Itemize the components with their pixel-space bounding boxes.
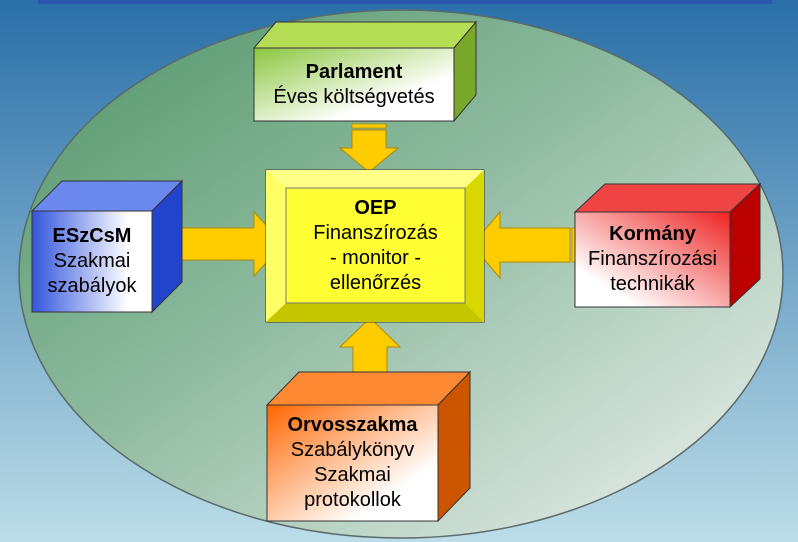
orvosszakma-title: Orvosszakma (287, 414, 418, 436)
top-bar (38, 0, 772, 4)
kormany-title: Kormány (609, 223, 696, 245)
parlament-label: Parlament Éves költségvetés (254, 48, 454, 121)
box-oep (265, 169, 485, 323)
box-parlament (252, 20, 478, 123)
eszcsm-line-2: szabályok (47, 275, 137, 297)
box-kormany (573, 182, 762, 309)
parlament-title: Parlament (305, 60, 403, 83)
box-eszcsm (30, 179, 184, 314)
parlament-line-1: Éves költségvetés (273, 85, 435, 108)
eszcsm-label: ESzCsM Szakmai szabályok (32, 211, 152, 312)
kormany-line-1: Finanszírozási (588, 248, 717, 270)
kormany-line-2: technikák (610, 273, 695, 295)
arrow-parlament-to-oep (338, 123, 400, 173)
orvosszakma-label: Orvosszakma Szabálykönyv Szakmai protoko… (267, 405, 438, 521)
oep-line-2: - monitor - (329, 246, 422, 269)
orvosszakma-line-3: protokollok (304, 489, 401, 511)
kormany-label: Kormány Finanszírozási technikák (575, 212, 730, 307)
orvosszakma-line-2: Szakmai (314, 464, 391, 486)
oep-line-3: ellenőrzés (329, 271, 422, 294)
box-orvosszakma (265, 370, 472, 523)
orvosszakma-line-1: Szabálykönyv (290, 439, 415, 461)
eszcsm-title: ESzCsM (52, 225, 132, 247)
oep-title: OEP (354, 196, 397, 219)
oep-label: OEP Finanszírozás - monitor - ellenőrzés (286, 188, 465, 303)
eszcsm-line-1: Szakmai (53, 250, 131, 272)
oep-line-1: Finanszírozás (313, 221, 438, 244)
